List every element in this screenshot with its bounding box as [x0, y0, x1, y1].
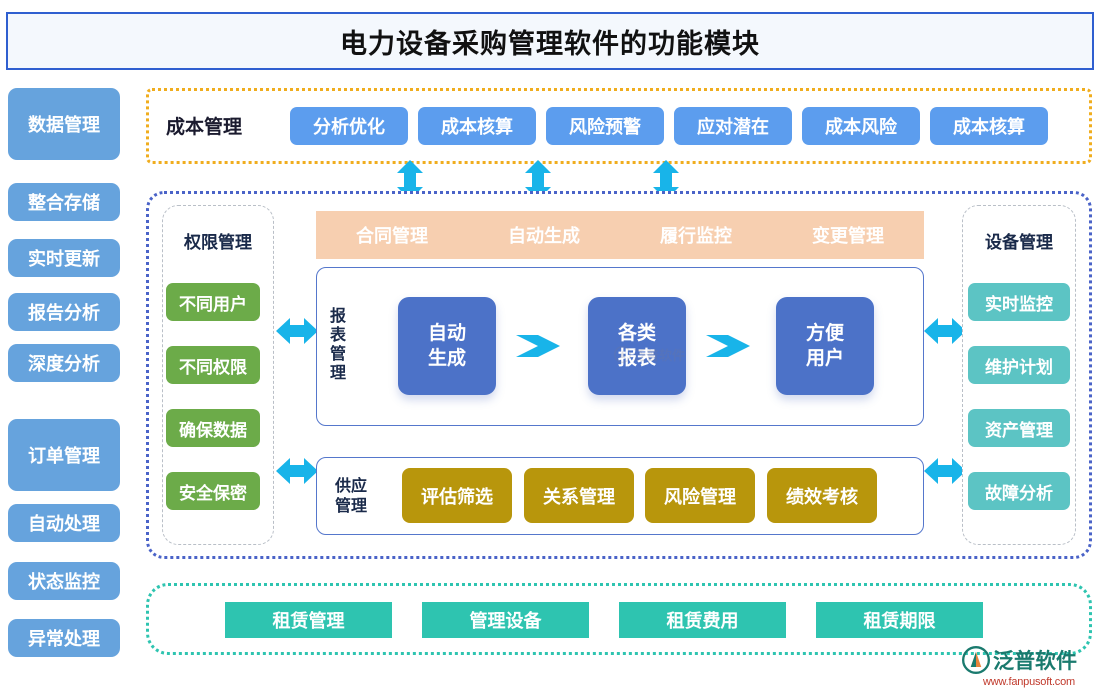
page-title-bar: 电力设备采购管理软件的功能模块	[6, 12, 1094, 70]
sidebar-item-deep-analysis[interactable]: 深度分析	[8, 344, 120, 382]
brand-logo: 泛普软件 www.fanpusoft.com	[962, 645, 1096, 693]
cost-chip-cost-risk[interactable]: 成本风险	[802, 107, 920, 145]
report-step-line2: 报表	[617, 348, 656, 369]
supplier-chip-relationship-management[interactable]: 关系管理	[524, 468, 634, 523]
brand-name: 泛普软件	[993, 650, 1077, 673]
contract-management-strip: 合同管理 自动生成 履行监控 变更管理	[316, 211, 924, 259]
sidebar-item-realtime-update[interactable]: 实时更新	[8, 239, 120, 277]
supplier-management-label: 供应 管理	[330, 477, 372, 517]
sidebar-item-integrated-storage[interactable]: 整合存储	[8, 183, 120, 221]
sidebar-item-auto-processing[interactable]: 自动处理	[8, 504, 120, 542]
brand-logo-row: 泛普软件	[962, 645, 1096, 675]
horizontal-double-arrow-icon	[924, 318, 966, 344]
rental-chip-manage-equipment[interactable]: 管理设备	[422, 602, 589, 638]
report-step-line1: 方便	[805, 323, 844, 344]
sidebar-item-report-analysis[interactable]: 报告分析	[8, 293, 120, 331]
contract-item-auto-generation[interactable]: 自动生成	[508, 226, 580, 246]
supplier-chip-risk-management[interactable]: 风险管理	[645, 468, 755, 523]
supplier-label-line1: 供应	[334, 478, 367, 495]
equipment-chip-asset-management[interactable]: 资产管理	[968, 409, 1070, 447]
horizontal-double-arrow-icon	[276, 318, 318, 344]
equipment-panel-title: 设备管理	[985, 233, 1053, 252]
report-step-convenient-users[interactable]: 方便 用户	[776, 297, 874, 395]
brand-url: www.fanpusoft.com	[983, 676, 1075, 688]
permission-chip-different-users[interactable]: 不同用户	[166, 283, 260, 321]
cost-chip-analysis-optimization[interactable]: 分析优化	[290, 107, 408, 145]
horizontal-double-arrow-icon	[924, 458, 966, 484]
sidebar-item-order-management[interactable]: 订单管理	[8, 419, 120, 491]
report-step-various-reports[interactable]: 各类 报表	[588, 297, 686, 395]
permission-chip-ensure-data[interactable]: 确保数据	[166, 409, 260, 447]
sidebar-item-exception-handling[interactable]: 异常处理	[8, 619, 120, 657]
equipment-chip-realtime-monitoring[interactable]: 实时监控	[968, 283, 1070, 321]
vertical-double-arrow-icon	[397, 160, 423, 200]
sidebar-item-data-management[interactable]: 数据管理	[8, 88, 120, 160]
rental-chip-rental-period[interactable]: 租赁期限	[816, 602, 983, 638]
equipment-chip-fault-analysis[interactable]: 故障分析	[968, 472, 1070, 510]
rental-chip-rental-management[interactable]: 租赁管理	[225, 602, 392, 638]
contract-item-performance-monitor[interactable]: 履行监控	[660, 226, 732, 246]
supplier-chip-performance-appraisal[interactable]: 绩效考核	[767, 468, 877, 523]
permission-chip-security-secrecy[interactable]: 安全保密	[166, 472, 260, 510]
report-step-line1: 自动	[427, 323, 466, 344]
contract-item-change-management[interactable]: 变更管理	[812, 226, 884, 246]
report-step-line2: 生成	[427, 348, 466, 369]
report-management-label-text: 报表管理	[329, 308, 346, 382]
supplier-label-line2: 管理	[334, 498, 367, 515]
contract-item-contract-management[interactable]: 合同管理	[356, 226, 428, 246]
equipment-chip-maintenance-plan[interactable]: 维护计划	[968, 346, 1070, 384]
report-management-label: 报表管理	[327, 307, 349, 383]
cost-chip-risk-warning[interactable]: 风险预警	[546, 107, 664, 145]
cost-management-label: 成本管理	[166, 117, 243, 138]
fanpu-logo-icon	[962, 646, 990, 674]
horizontal-double-arrow-icon	[276, 458, 318, 484]
chevron-right-icon	[516, 335, 560, 357]
vertical-double-arrow-icon	[525, 160, 551, 200]
permission-chip-different-rights[interactable]: 不同权限	[166, 346, 260, 384]
supplier-chip-evaluation-screening[interactable]: 评估筛选	[402, 468, 512, 523]
rental-chip-rental-fee[interactable]: 租赁费用	[619, 602, 786, 638]
permission-panel-title: 权限管理	[184, 233, 252, 252]
report-step-line1: 各类	[617, 323, 656, 344]
cost-chip-cost-accounting[interactable]: 成本核算	[418, 107, 536, 145]
report-step-auto-generation[interactable]: 自动 生成	[398, 297, 496, 395]
report-step-line2: 用户	[805, 348, 844, 369]
vertical-double-arrow-icon	[653, 160, 679, 200]
page-title: 电力设备采购管理软件的功能模块	[340, 28, 760, 59]
cost-chip-cost-accounting-2[interactable]: 成本核算	[930, 107, 1048, 145]
cost-chip-respond-potential[interactable]: 应对潜在	[674, 107, 792, 145]
sidebar-item-status-monitoring[interactable]: 状态监控	[8, 562, 120, 600]
chevron-right-icon	[706, 335, 750, 357]
